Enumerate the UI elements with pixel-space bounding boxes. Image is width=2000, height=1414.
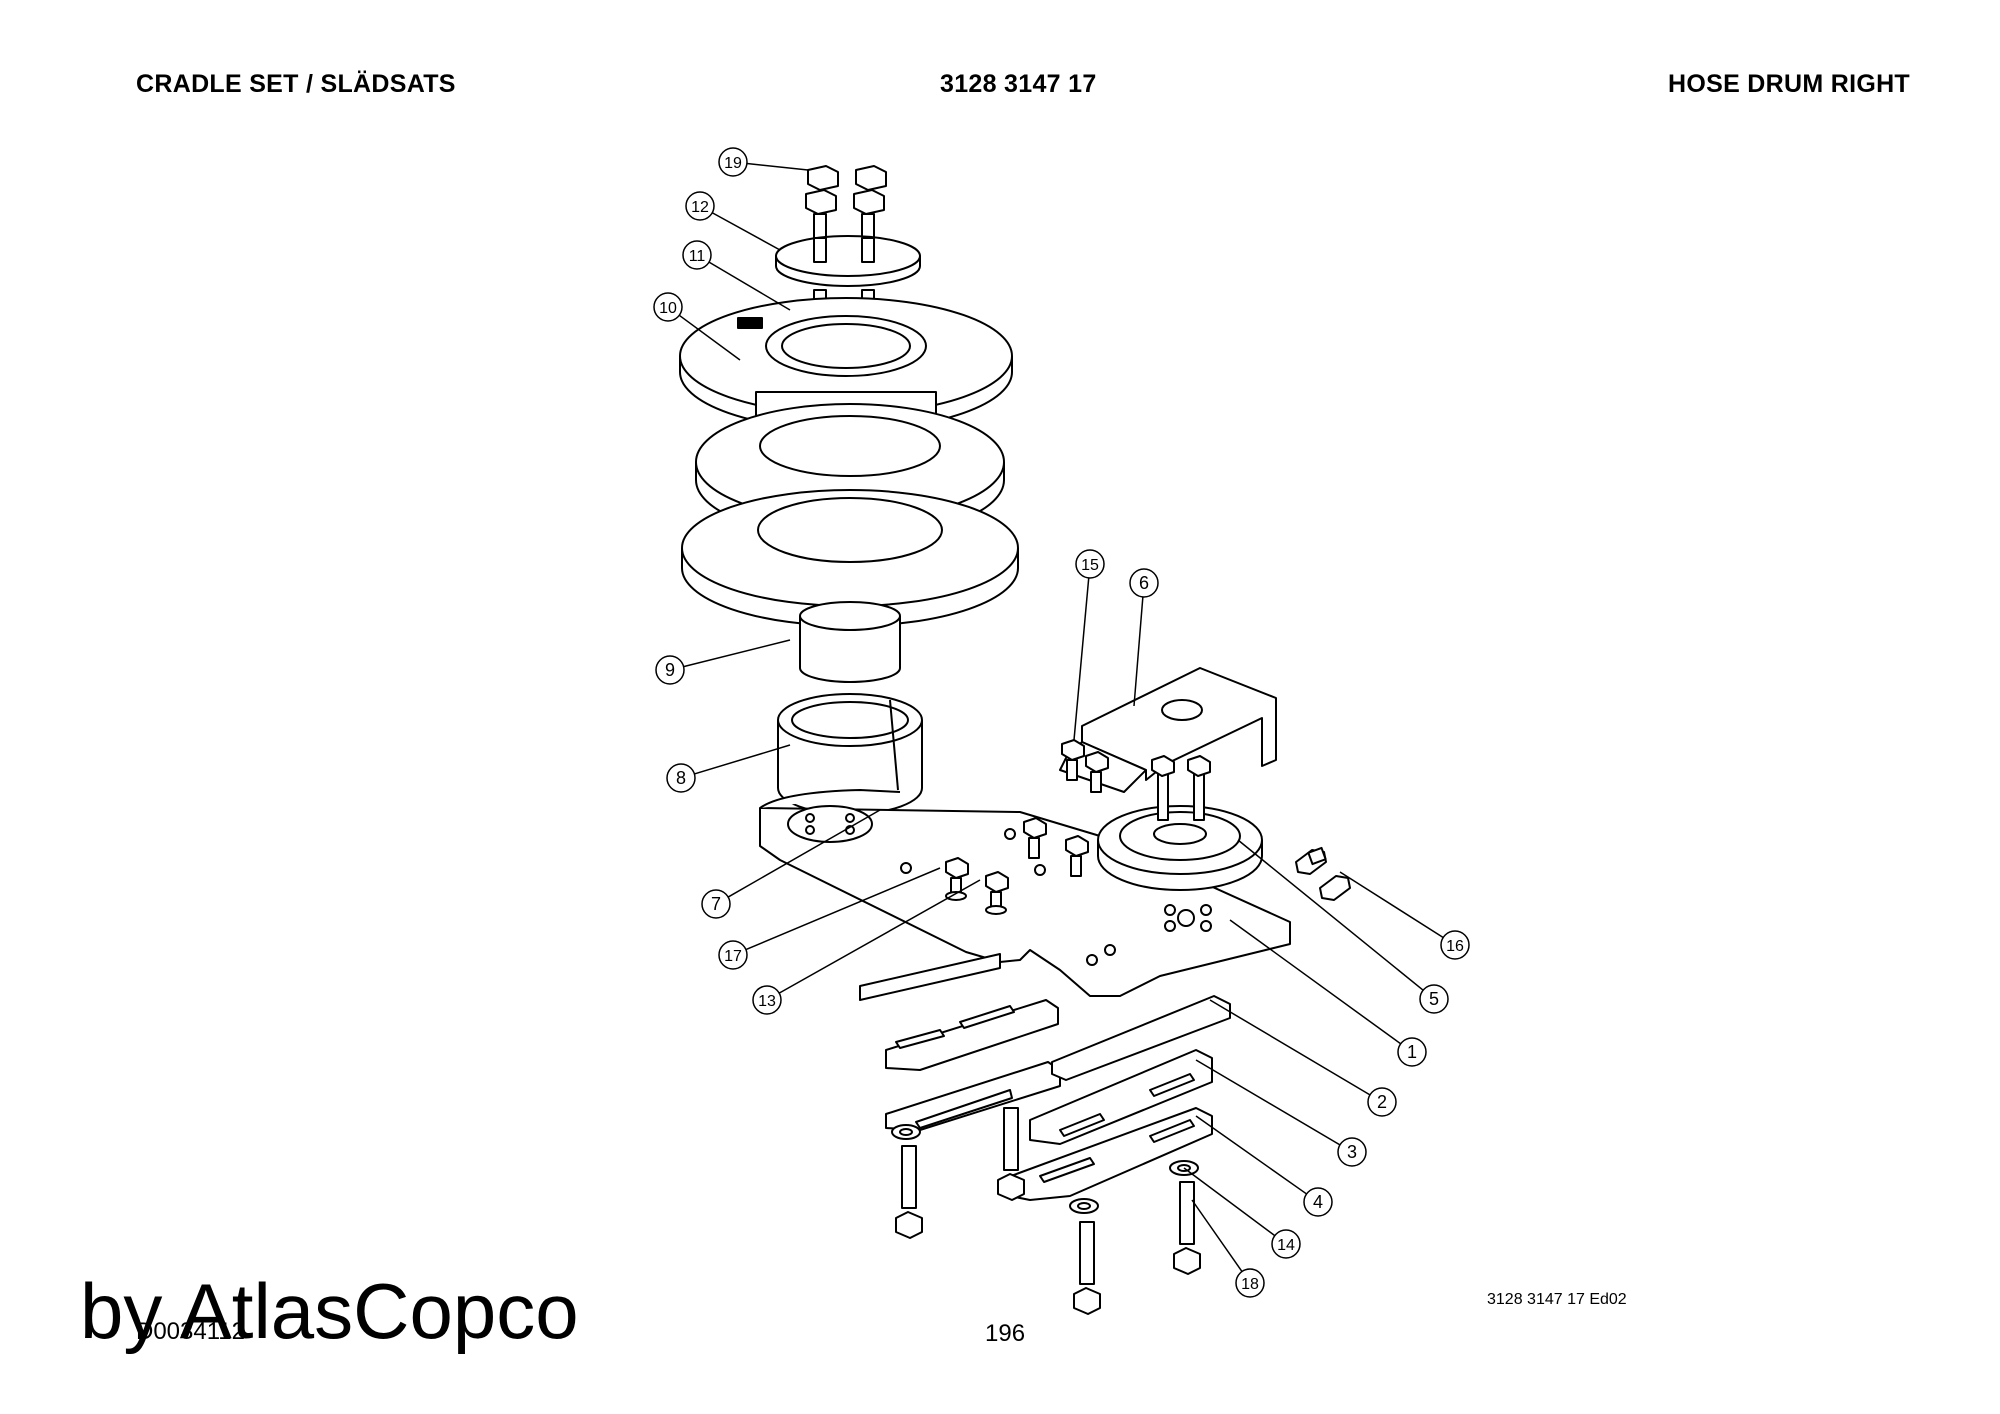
callout-label-12: 12 [691, 199, 709, 216]
leader-line-3 [1195, 1059, 1341, 1146]
bolt-18-b [997, 1107, 1025, 1201]
header-assembly-name: HOSE DRUM RIGHT [1668, 70, 1910, 98]
callout-label-19: 19 [724, 155, 742, 172]
callout-label-7: 7 [711, 894, 721, 914]
callout-label-6: 6 [1139, 573, 1149, 593]
base-plate-1 [759, 699, 1291, 997]
callout-label-17: 17 [724, 948, 742, 965]
hub-9 [799, 601, 901, 683]
bolt-15 [1061, 739, 1109, 793]
callout-13: 13 [752, 985, 782, 1015]
leader-line-12 [711, 212, 781, 251]
leader-line-4 [1195, 1115, 1307, 1195]
callout-label-11: 11 [689, 248, 706, 265]
leader-line-15 [1073, 577, 1090, 741]
leader-line-6 [1133, 596, 1144, 707]
leader-line-5 [1237, 839, 1424, 991]
bolt-plate-a [1023, 817, 1047, 859]
leader-line-18 [1191, 1199, 1243, 1272]
callout-7: 7 [701, 889, 731, 919]
header-part-number: 3128 3147 17 [940, 70, 1097, 98]
callout-5: 5 [1419, 984, 1449, 1014]
drawing-number: D0034112 [136, 1318, 245, 1345]
washer-14 [891, 1124, 1199, 1214]
callout-label-3: 3 [1347, 1142, 1357, 1162]
cradle-bar-left [859, 953, 1061, 1131]
leader-line-10 [678, 314, 741, 361]
bolt-17 [945, 857, 969, 901]
callout-15: 15 [1075, 549, 1105, 579]
end-plate-12 [775, 235, 921, 287]
callout-17: 17 [718, 940, 748, 970]
callout-19: 19 [718, 147, 748, 177]
cradle-bar-2 [1051, 995, 1231, 1081]
bolt-16-b [1319, 875, 1351, 901]
watermark: by AtlasCopco [80, 1267, 579, 1355]
callout-16: 16 [1440, 930, 1470, 960]
callout-18: 18 [1235, 1268, 1265, 1298]
callout-3: 3 [1337, 1137, 1367, 1167]
page-number: 196 [985, 1320, 1026, 1347]
callout-11: 11 [682, 240, 712, 270]
callout-8: 8 [666, 763, 696, 793]
callout-label-15: 15 [1081, 557, 1099, 574]
leader-line-17 [745, 867, 941, 951]
leader-line-7 [727, 809, 881, 898]
cradle-bar-3 [1029, 1049, 1213, 1145]
callout-label-13: 13 [758, 993, 776, 1010]
callout-14: 14 [1271, 1229, 1301, 1259]
leader-line-9 [683, 639, 791, 668]
bolt-13 [985, 871, 1009, 915]
bolt-18-d [1173, 1181, 1201, 1275]
leader-line-14 [1183, 1167, 1276, 1237]
callout-label-4: 4 [1313, 1192, 1323, 1212]
callout-6: 6 [1129, 568, 1159, 598]
leader-line-16 [1339, 871, 1444, 939]
leader-line-13 [778, 879, 981, 994]
bolt-18-a [895, 1145, 923, 1239]
bolt-18-c [1073, 1221, 1101, 1315]
callout-label-18: 18 [1241, 1276, 1259, 1293]
callout-label-9: 9 [665, 660, 675, 680]
callout-10: 10 [653, 292, 683, 322]
callout-2: 2 [1367, 1087, 1397, 1117]
callout-label-14: 14 [1277, 1237, 1295, 1254]
callout-label-10: 10 [659, 300, 677, 317]
leader-line-11 [708, 261, 791, 311]
edition-number: 3128 3147 17 Ed02 [1487, 1291, 1627, 1308]
callout-label-16: 16 [1446, 938, 1464, 955]
callout-4: 4 [1303, 1187, 1333, 1217]
callout-1: 1 [1397, 1037, 1427, 1067]
pulley-5 [1097, 755, 1263, 891]
callout-label-1: 1 [1407, 1042, 1417, 1062]
callout-label-5: 5 [1429, 989, 1439, 1009]
bolt-16-a [1295, 846, 1327, 875]
bolt-plate-b [1065, 835, 1089, 877]
callout-label-2: 2 [1377, 1092, 1387, 1112]
leader-line-19 [746, 162, 809, 171]
bolt-19-left [805, 165, 839, 275]
callout-12: 12 [685, 191, 715, 221]
leader-line-8 [694, 744, 791, 775]
drum-lower-flange [681, 489, 1019, 627]
leader-line-1 [1229, 919, 1402, 1045]
callout-9: 9 [655, 655, 685, 685]
callout-label-8: 8 [676, 768, 686, 788]
header-title: CRADLE SET / SLÄDSATS [136, 70, 456, 98]
leader-line-2 [1209, 999, 1371, 1096]
